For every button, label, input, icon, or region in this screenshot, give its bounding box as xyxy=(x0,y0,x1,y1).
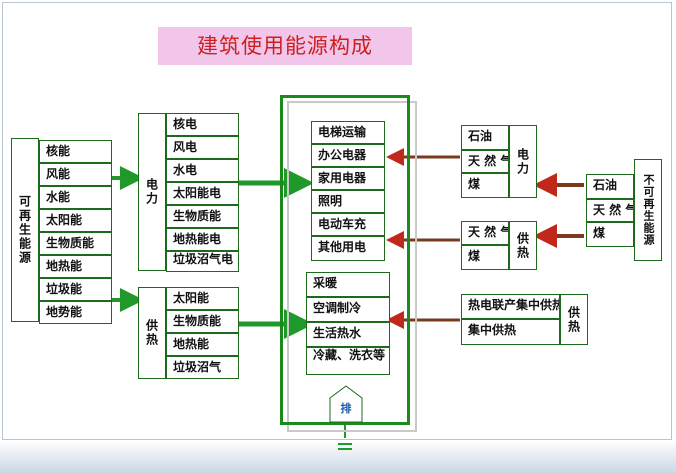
slide-frame xyxy=(2,2,672,440)
page-title: 建筑使用能源构成 xyxy=(158,27,412,65)
renewable-item: 生物质能 xyxy=(39,232,112,255)
chp-item: 热电联产集中供热 xyxy=(461,294,560,319)
fossil-power-item: 石油 xyxy=(461,125,509,150)
chp-label: 供热 xyxy=(560,294,588,345)
heat-use-item: 冷藏、洗衣等 xyxy=(306,347,390,375)
renewable-item: 垃圾能 xyxy=(39,278,112,301)
building-boundary xyxy=(280,95,410,425)
renewable-item: 水能 xyxy=(39,186,112,209)
fossil-power-label: 电力 xyxy=(509,125,537,198)
fossil-heat-item: 天 然 气 xyxy=(461,221,509,245)
electricity-label: 电力 xyxy=(138,113,166,271)
fossil-power-item: 煤 xyxy=(461,173,509,198)
nonrenewable-label: 不可再生能源 xyxy=(634,159,662,261)
electricity-item: 垃圾沼气电 xyxy=(166,251,239,272)
renewable-item: 地势能 xyxy=(39,301,112,324)
nonrenewable-item: 天 然 气 xyxy=(586,199,634,222)
electricity-item: 太阳能电 xyxy=(166,182,239,205)
electric-use-item: 家用电器 xyxy=(311,167,385,190)
chp-item: 集中供热 xyxy=(461,319,560,345)
electric-use-item: 办公电器 xyxy=(311,144,385,167)
electric-use-item: 其他用电 xyxy=(311,236,385,261)
electricity-item: 核电 xyxy=(166,113,239,136)
renewable-item: 地热能 xyxy=(39,255,112,278)
exhaust-shape xyxy=(329,385,363,423)
renewable-item: 太阳能 xyxy=(39,209,112,232)
electricity-item: 风电 xyxy=(166,136,239,159)
fossil-heat-label: 供热 xyxy=(509,221,537,270)
renewable-item: 风能 xyxy=(39,163,112,186)
fossil-heat-item: 煤 xyxy=(461,245,509,270)
electric-use-item: 电动车充 xyxy=(311,213,385,236)
heat-use-item: 生活热水 xyxy=(306,322,390,347)
exhaust-label: 排 xyxy=(340,402,352,415)
heating-item: 太阳能 xyxy=(166,287,239,310)
nonrenewable-item: 石油 xyxy=(586,174,634,199)
renewable-item: 核能 xyxy=(39,140,112,163)
heat-use-item: 空调制冷 xyxy=(306,297,390,322)
electric-use-item: 电梯运输 xyxy=(311,121,385,144)
renewable-label: 可再生能源 xyxy=(11,138,39,322)
building-boundary-shadow xyxy=(287,101,417,432)
fossil-power-item: 天 然 气 xyxy=(461,150,509,173)
heating-item: 生物质能 xyxy=(166,310,239,333)
heat-use-item: 采暖 xyxy=(306,272,390,297)
electricity-item: 水电 xyxy=(166,159,239,182)
electricity-item: 地热能电 xyxy=(166,228,239,251)
nonrenewable-item: 煤 xyxy=(586,222,634,247)
electricity-item: 生物质能 xyxy=(166,205,239,228)
bottom-gradient xyxy=(0,440,676,474)
heating-item: 地热能 xyxy=(166,333,239,356)
electric-use-item: 照明 xyxy=(311,190,385,213)
heating-item: 垃圾沼气 xyxy=(166,356,239,379)
heating-label: 供热 xyxy=(138,287,166,379)
